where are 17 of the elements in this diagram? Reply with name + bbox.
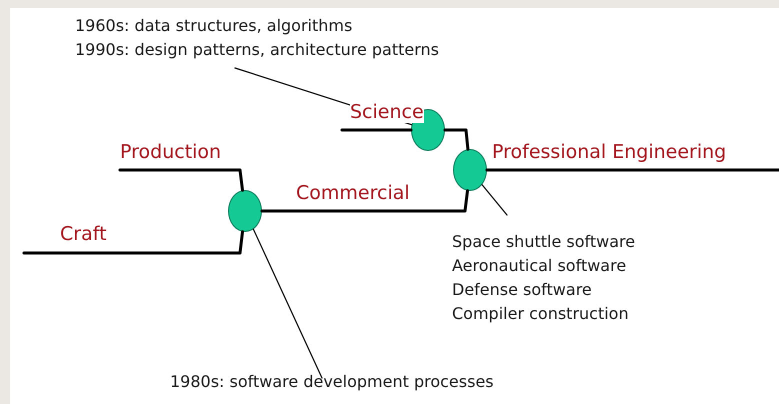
path-line bbox=[118, 168, 244, 192]
note-text: 1980s: software development processes bbox=[170, 371, 494, 393]
path-line bbox=[22, 230, 244, 254]
leader-line bbox=[252, 228, 323, 379]
note-text: 1960s: data structures, algorithms bbox=[75, 15, 354, 37]
path-line bbox=[260, 189, 469, 212]
note-text: Aeronautical software bbox=[452, 255, 628, 277]
note-text: Compiler construction bbox=[452, 303, 630, 325]
edge-label: Science bbox=[350, 101, 424, 123]
path-line bbox=[486, 168, 779, 172]
leader-line bbox=[482, 184, 508, 216]
note-text: Space shuttle software bbox=[452, 231, 636, 253]
path-line bbox=[340, 128, 412, 132]
path-line bbox=[444, 128, 470, 151]
edge-label: Professional Engineering bbox=[492, 141, 726, 163]
note-text: 1990s: design patterns, architecture patterns bbox=[75, 39, 440, 61]
note-text: Defense software bbox=[452, 279, 593, 301]
